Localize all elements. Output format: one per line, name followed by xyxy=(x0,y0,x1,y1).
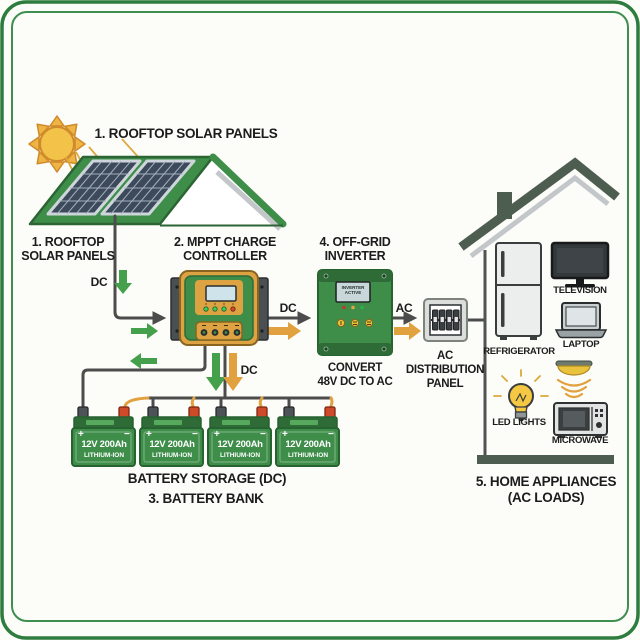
solar-label-line1: 1. ROOFTOP xyxy=(31,235,105,249)
dc-wire-label: DC xyxy=(279,301,297,315)
top-title: 1. ROOFTOP SOLAR PANELS xyxy=(94,126,278,141)
battery-2 xyxy=(139,406,204,467)
refrigerator-label: REFRIGERATOR xyxy=(483,346,555,357)
controller-label-line2: CONTROLLER xyxy=(183,249,267,263)
television-label: TELEVISION xyxy=(553,285,607,296)
wires xyxy=(81,214,487,412)
inverter-caption-line2: 48V DC TO AC xyxy=(317,376,393,388)
battery-jumper-wires xyxy=(122,396,334,412)
battery-3-capacity: 12V 200Ah xyxy=(217,439,263,450)
battery-1-capacity: 12V 200Ah xyxy=(81,439,127,450)
refrigerator-icon xyxy=(495,242,542,340)
inverter-screen-line2: ACTIVE xyxy=(344,290,362,296)
led-bulb-icon xyxy=(493,369,549,421)
sun-icon xyxy=(28,115,86,173)
solar-dc-label: DC xyxy=(90,275,108,289)
home-appliances-title-line1: 5. HOME APPLIANCES xyxy=(475,474,617,489)
battery-dc-label: DC xyxy=(240,363,258,377)
ceiling-light-icon xyxy=(555,360,593,399)
battery-1-minus: − xyxy=(124,429,130,440)
battery-bank-icon xyxy=(71,406,340,467)
battery-2-capacity: 12V 200Ah xyxy=(149,439,195,450)
led-lights-label: LED LIGHTS xyxy=(492,417,546,428)
home-appliances-title-line2: (AC LOADS) xyxy=(507,490,585,505)
battery-2-minus: − xyxy=(192,429,198,440)
television-icon xyxy=(550,241,610,288)
battery-1-chemistry: LITHIUM-ION xyxy=(83,452,125,459)
battery-1-plus: + xyxy=(78,429,84,440)
battery-4 xyxy=(275,406,340,467)
inverter-caption-line1: CONVERT xyxy=(327,362,383,374)
battery-3 xyxy=(207,406,272,467)
microwave-label: MICROWAVE xyxy=(551,435,609,446)
solar-panel-icon xyxy=(46,159,196,216)
battery-3-chemistry: LITHIUM-ION xyxy=(219,452,261,459)
battery-4-plus: + xyxy=(282,429,288,440)
light-waves-icon xyxy=(556,378,592,399)
mppt-controller-icon xyxy=(170,270,269,346)
inverter-icon xyxy=(317,269,393,356)
distribution-label-line3: PANEL xyxy=(426,378,464,390)
battery-4-chemistry: LITHIUM-ION xyxy=(287,452,329,459)
battery-1 xyxy=(71,406,136,467)
battery-2-plus: + xyxy=(146,429,152,440)
inverter-screen-line1: INVERTER xyxy=(341,285,365,290)
inverter-label-line1: 4. OFF-GRID xyxy=(319,235,391,249)
battery-4-minus: − xyxy=(328,429,334,440)
house-outline xyxy=(458,157,620,464)
ac-distribution-panel-icon xyxy=(423,298,468,342)
distribution-label-line2: DISTRIBUTION xyxy=(405,364,485,376)
ac-wire-label: AC xyxy=(395,301,413,315)
controller-label-line1: 2. MPPT CHARGE xyxy=(173,235,277,249)
dc-flow-arrows xyxy=(114,270,421,391)
solar-label-line2: SOLAR PANELS xyxy=(21,249,115,263)
inverter-screen: INVERTER ACTIVE xyxy=(342,285,365,295)
battery-3-plus: + xyxy=(214,429,220,440)
inverter-label-line2: INVERTER xyxy=(324,249,386,263)
laptop-label: LAPTOP xyxy=(562,339,600,350)
battery-4-capacity: 12V 200Ah xyxy=(285,439,331,450)
battery-3-minus: − xyxy=(260,429,266,440)
microwave-icon xyxy=(553,402,608,438)
battery-2-chemistry: LITHIUM-ION xyxy=(151,452,193,459)
laptop-icon xyxy=(554,302,608,339)
battery-caption: BATTERY STORAGE (DC) xyxy=(127,471,287,486)
battery-bank-title: 3. BATTERY BANK xyxy=(148,491,264,506)
distribution-label-line1: AC xyxy=(436,350,454,362)
